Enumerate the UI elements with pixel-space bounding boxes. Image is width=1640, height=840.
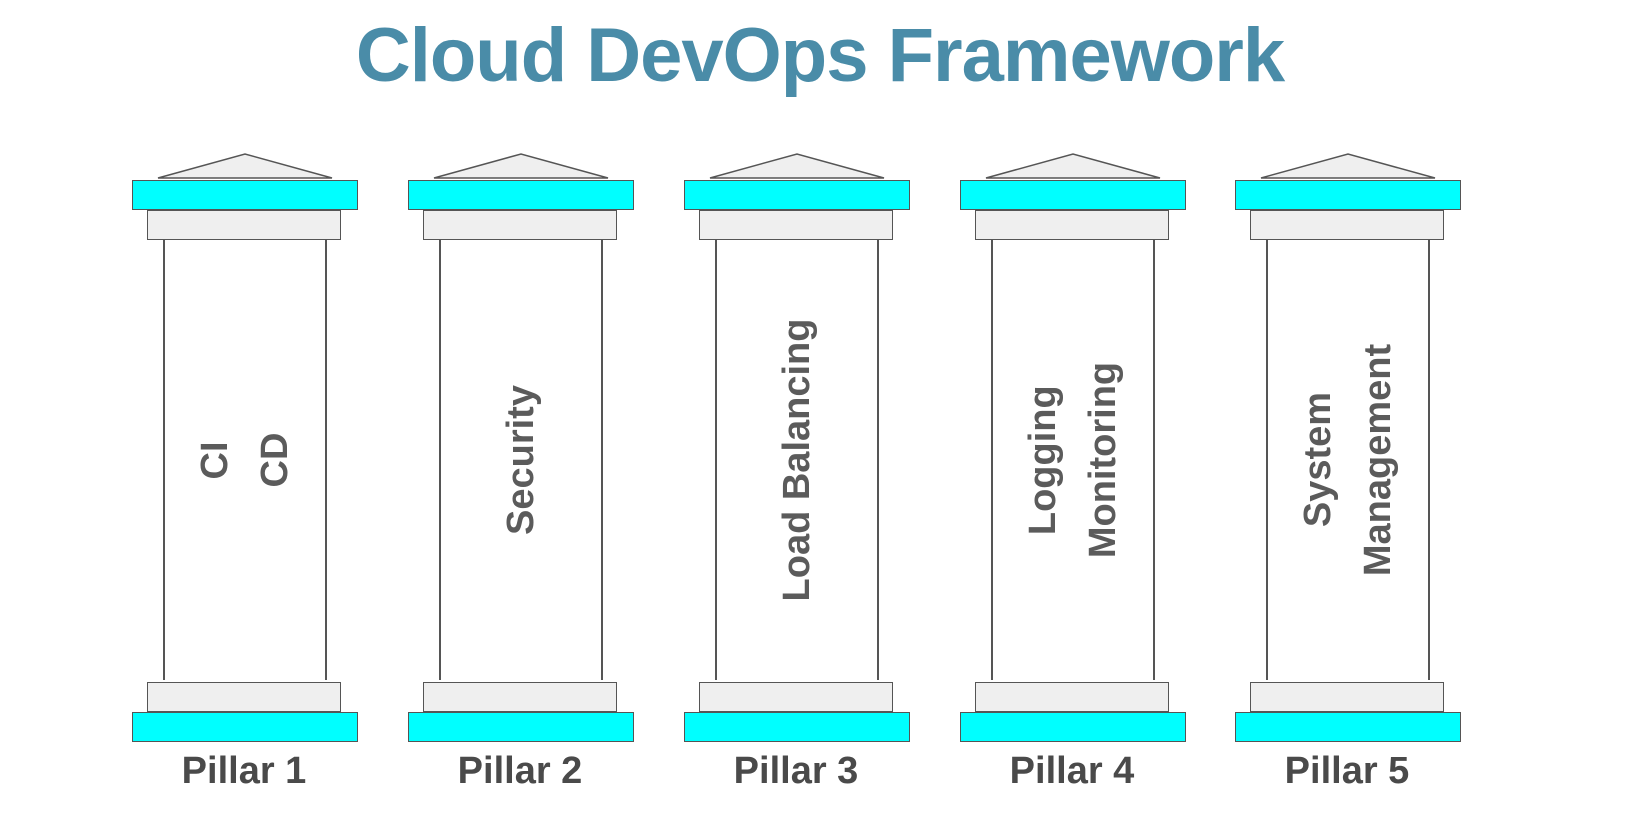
pillar-roof bbox=[157, 153, 333, 179]
pillar-base bbox=[1235, 712, 1461, 742]
pillar-bottom-plate bbox=[1250, 682, 1444, 712]
pillar-bottom-plate bbox=[423, 682, 617, 712]
pillar-bottom-plate bbox=[699, 682, 893, 712]
pillar-text-area: Logging Monitoring bbox=[991, 240, 1155, 680]
pillar-topic-line: CD bbox=[254, 432, 296, 488]
pillar-topic: System Management bbox=[1288, 344, 1408, 576]
pillar-roof bbox=[709, 153, 885, 179]
pillar-topic: Security bbox=[491, 385, 551, 535]
pillar-topic-line: Security bbox=[500, 385, 542, 535]
pillar-base bbox=[132, 712, 358, 742]
pillar-base bbox=[408, 712, 634, 742]
pillar-text-area: Load Balancing bbox=[715, 240, 879, 680]
pillar-shaft bbox=[1266, 240, 1430, 680]
pillar-topic: Logging Monitoring bbox=[1013, 362, 1133, 558]
pillar-text-area: CI CD bbox=[163, 240, 327, 680]
pillar-roof bbox=[433, 153, 609, 179]
pillar-capital bbox=[408, 180, 634, 210]
pillar-roof bbox=[1260, 153, 1436, 179]
pillar-label: Pillar 5 bbox=[1284, 750, 1410, 792]
pillar-text-area: Security bbox=[439, 240, 603, 680]
pillar-label: Pillar 3 bbox=[733, 750, 859, 792]
diagram-title: Cloud DevOps Framework bbox=[355, 13, 1285, 98]
pillar-label: Pillar 4 bbox=[1009, 750, 1135, 792]
pillar-top-plate bbox=[147, 210, 341, 240]
pillar-top-plate bbox=[1250, 210, 1444, 240]
pillar-capital bbox=[1235, 180, 1461, 210]
pillar-shaft bbox=[439, 240, 603, 680]
pillar-base bbox=[960, 712, 1186, 742]
pillar-capital bbox=[684, 180, 910, 210]
pillar-top-plate bbox=[699, 210, 893, 240]
pillar-capital bbox=[960, 180, 1186, 210]
pillar-shaft bbox=[991, 240, 1155, 680]
pillar-topic: Load Balancing bbox=[767, 319, 827, 602]
pillar-bottom-plate bbox=[975, 682, 1169, 712]
pillar-topic-line: Logging bbox=[1022, 385, 1064, 535]
pillar-topic-line: Load Balancing bbox=[776, 318, 818, 602]
pillar-1: CI CD Pillar 1 bbox=[132, 150, 358, 792]
pillar-label: Pillar 2 bbox=[457, 750, 583, 792]
pillar-capital bbox=[132, 180, 358, 210]
pillar-label: Pillar 1 bbox=[181, 750, 307, 792]
pillar-top-plate bbox=[975, 210, 1169, 240]
pillar-shaft bbox=[715, 240, 879, 680]
pillar-roof bbox=[985, 153, 1161, 179]
pillar-bottom-plate bbox=[147, 682, 341, 712]
pillar-topic-line: Management bbox=[1357, 343, 1399, 577]
pillar-top-plate bbox=[423, 210, 617, 240]
pillar-shaft bbox=[163, 240, 327, 680]
pillar-topic-line: CI bbox=[194, 441, 236, 480]
pillar-topic-line: System bbox=[1297, 392, 1339, 528]
pillar-base bbox=[684, 712, 910, 742]
pillar-topic-line: Monitoring bbox=[1082, 361, 1124, 559]
pillar-text-area: System Management bbox=[1266, 240, 1430, 680]
pillar-topic: CI CD bbox=[185, 433, 305, 488]
